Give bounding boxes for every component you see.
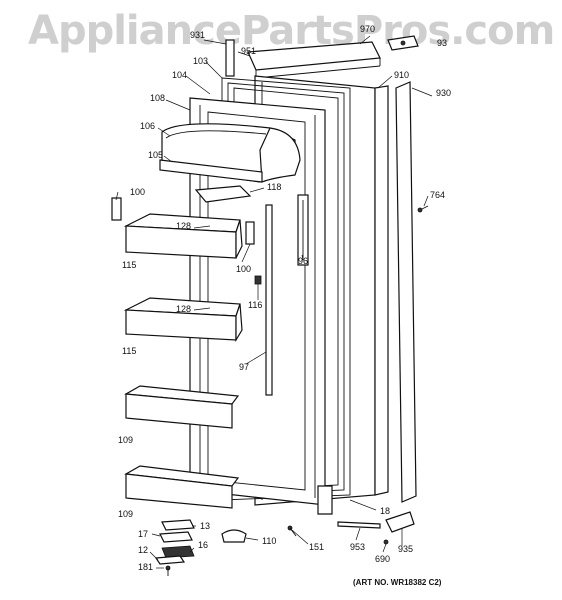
callout-109b: 109: [118, 509, 133, 519]
part-953-hinge-bar: [337, 521, 381, 529]
callout-108: 108: [150, 93, 165, 103]
callout-151: 151: [309, 542, 324, 552]
part-115-door-bin-upper: [123, 213, 243, 259]
part-17-bushing: [159, 531, 193, 543]
part-105-dairy-trim: [159, 159, 263, 183]
callout-931: 931: [190, 30, 205, 40]
part-931-bar: [225, 39, 235, 77]
art-number: (ART NO. WR18382 C2): [353, 578, 442, 587]
callout-935: 935: [398, 544, 413, 554]
callout-115a: 115: [122, 260, 136, 270]
part-93-clip: [387, 35, 419, 51]
part-970-top-cap: [247, 41, 381, 79]
part-18-bracket: [317, 485, 333, 515]
part-930-side-trim: [395, 81, 417, 503]
part-96-shelf-rail: [297, 194, 309, 266]
callout-106: 106: [140, 121, 155, 131]
callout-labels: 931 970 93 951 103 104 910 930 108 106 1…: [118, 24, 451, 572]
callout-100a: 100: [130, 187, 145, 197]
callout-115b: 115: [122, 346, 136, 356]
callout-110: 110: [262, 536, 276, 546]
callout-951: 951: [241, 46, 256, 56]
part-13-spacer: [161, 519, 195, 531]
callout-690: 690: [375, 554, 390, 564]
callout-970: 970: [360, 24, 375, 34]
part-110-cap: [221, 529, 247, 543]
callout-181: 181: [138, 562, 153, 572]
part-118-tray: [194, 185, 252, 203]
callout-105: 105: [148, 150, 163, 160]
callout-104: 104: [172, 70, 187, 80]
part-690-screw: [383, 539, 389, 545]
part-12-shim: [154, 555, 186, 565]
callout-953: 953: [350, 542, 365, 552]
part-16-hinge-pin: [161, 545, 195, 559]
callout-118: 118: [267, 182, 281, 192]
callout-97: 97: [239, 362, 249, 372]
part-97-shelf-rail: [265, 204, 273, 396]
callout-96: 96: [298, 256, 308, 266]
callout-17: 17: [138, 529, 148, 539]
callout-128a: 128: [176, 221, 191, 231]
callout-109a: 109: [118, 435, 133, 445]
part-151-screw: [287, 525, 297, 537]
leader-lines: [115, 35, 433, 569]
callout-764: 764: [430, 190, 445, 200]
part-109-door-bin-lower: [124, 465, 240, 509]
callout-100b: 100: [236, 264, 251, 274]
part-109-door-bin-upper: [124, 385, 240, 429]
part-935-hinge-cover: [385, 511, 415, 533]
part-100-clip-right: [245, 221, 255, 245]
callout-930: 930: [436, 88, 451, 98]
callout-910: 910: [394, 70, 409, 80]
callout-13: 13: [200, 521, 210, 531]
callout-93: 93: [437, 38, 447, 48]
callout-116: 116: [248, 300, 262, 310]
part-181-screw: [165, 565, 171, 576]
callout-103: 103: [193, 56, 208, 66]
callout-128b: 128: [176, 304, 191, 314]
part-764-screw: [417, 205, 429, 213]
part-115-door-bin-lower: [123, 297, 243, 343]
watermark-logo: AppliancePartsPros.com: [28, 8, 555, 54]
part-116-plug: [254, 275, 262, 285]
callout-18: 18: [380, 506, 390, 516]
callout-12: 12: [138, 545, 148, 555]
part-100-clip-left: [111, 197, 122, 221]
callout-16: 16: [198, 540, 208, 550]
